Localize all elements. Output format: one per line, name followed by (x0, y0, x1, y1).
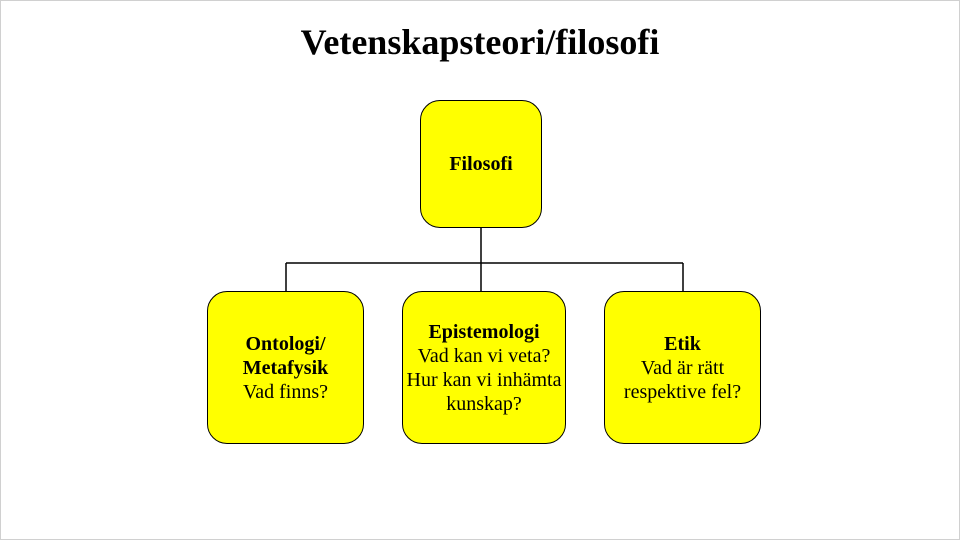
node-etik-heading: Etik (664, 332, 701, 355)
node-ontologi-heading-1: Ontologi/ (245, 332, 326, 355)
node-ontologi: Ontologi/ Metafysik Vad finns? (207, 291, 364, 444)
node-filosofi-label: Filosofi (449, 152, 513, 175)
node-epistemologi-text-2: Hur kan vi inhämta (406, 368, 562, 391)
node-etik: Etik Vad är rätt respektive fel? (604, 291, 761, 444)
node-epistemologi-heading: Epistemologi (428, 320, 540, 343)
node-etik-text-2: respektive fel? (623, 380, 742, 403)
node-filosofi: Filosofi (420, 100, 542, 228)
node-ontologi-text-1: Vad finns? (243, 380, 328, 403)
node-etik-text-1: Vad är rätt (640, 356, 725, 379)
slide-title: Vetenskapsteori/filosofi (300, 22, 660, 62)
node-ontologi-heading-2: Metafysik (242, 356, 329, 379)
node-epistemologi-text-3: kunskap? (446, 392, 522, 415)
node-epistemologi: Epistemologi Vad kan vi veta? Hur kan vi… (402, 291, 566, 444)
node-epistemologi-text-1: Vad kan vi veta? (417, 344, 551, 367)
